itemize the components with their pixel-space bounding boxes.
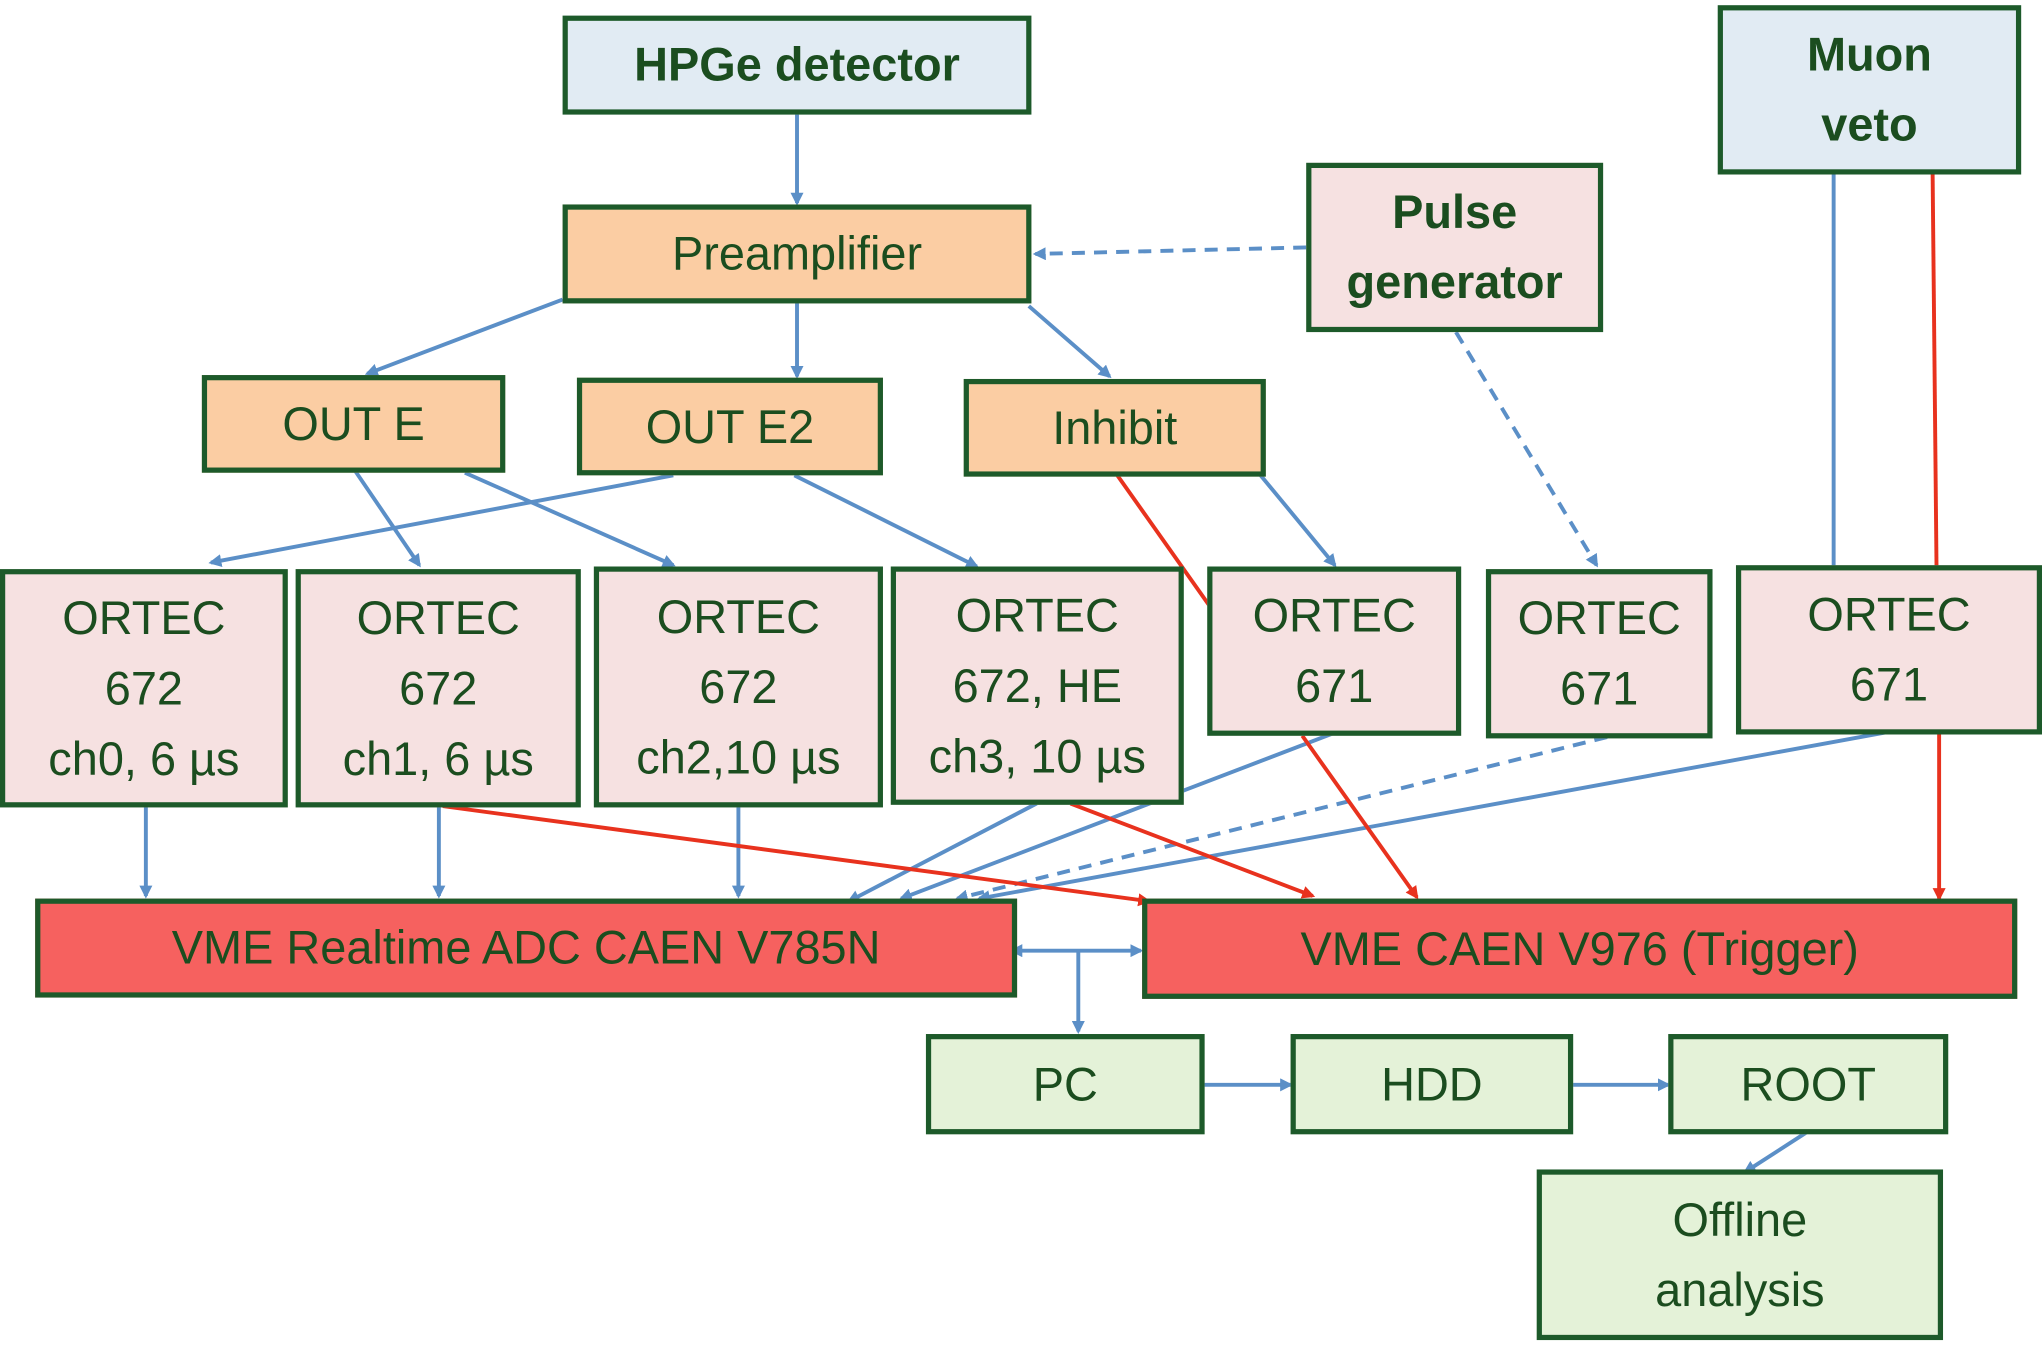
trigger-muon-671c: [1930, 173, 1939, 568]
trigger-ch1-v976: [442, 804, 1152, 907]
wire-oute-ch1: [353, 470, 421, 568]
wire-671b-adc: [954, 735, 1608, 903]
pc-label: PC: [1032, 1056, 1098, 1111]
wire-inhibit-671a: [1259, 474, 1337, 568]
out-e2-label: OUT E2: [645, 399, 815, 453]
root-label: ROOT: [1740, 1056, 1876, 1111]
wire-ch3-adc: [846, 801, 1038, 903]
vme-trigger-label: VME CAEN V976 (Trigger): [1300, 921, 1859, 975]
ortec-ch1-label-1: ORTEC: [356, 590, 520, 644]
inhibit-label: Inhibit: [1052, 400, 1178, 454]
wire-pulser-671b: [1454, 331, 1599, 568]
hpge-detector-label: HPGe detector: [634, 37, 960, 92]
ortec-ch0-label-2: 672: [104, 660, 184, 715]
ortec-ch3-label-2: 672, HE: [952, 658, 1122, 712]
preamplifier-label: Preamplifier: [671, 226, 923, 280]
wire-671a-adc: [898, 731, 1335, 901]
ortec-ch0-label-1: ORTEC: [62, 590, 226, 644]
wire-root-offline: [1742, 1130, 1809, 1174]
offline-label-1: Offline: [1672, 1192, 1808, 1246]
wire-oute2-ch0: [208, 473, 674, 568]
vme-trigger-box: VME CAEN V976 (Trigger): [1142, 898, 2018, 999]
muon-veto-box: Muon veto: [1717, 5, 2022, 175]
wire-oute-ch2: [464, 470, 676, 567]
trigger-671a-v976: [1300, 734, 1419, 900]
wire-preamp-oute: [364, 297, 564, 377]
ortec-671a-label-2: 671: [1295, 658, 1374, 713]
ortec-ch3-label-3: ch3, 10 µs: [928, 728, 1146, 783]
trigger-inhibit-671a: [1115, 474, 1213, 610]
trigger-ch3-v976: [1069, 801, 1316, 899]
inhibit-box: Inhibit: [963, 378, 1266, 477]
hdd-box: HDD: [1290, 1034, 1574, 1135]
ortec-672-ch3-box: ORTEC 672, HE ch3, 10 µs: [890, 566, 1184, 805]
ortec-ch1-label-3: ch1, 6 µs: [342, 731, 534, 785]
ortec-671-inhibit-box: ORTEC 671: [1207, 566, 1462, 736]
ortec-671-pulser-box: ORTEC 671: [1485, 569, 1713, 739]
out-e2-box: OUT E2: [576, 377, 883, 476]
preamplifier-box: Preamplifier: [562, 204, 1032, 304]
ortec-671a-label-1: ORTEC: [1252, 588, 1416, 643]
ortec-671b-label-1: ORTEC: [1517, 591, 1681, 645]
ortec-671-muon-box: ORTEC 671: [1735, 565, 2042, 735]
ortec-671c-label-2: 671: [1849, 657, 1929, 712]
wire-pulser-preamp: [1032, 245, 1307, 261]
ortec-ch2-label-3: ch2,10 µs: [636, 729, 841, 784]
ortec-672-ch0-box: ORTEC 672 ch0, 6 µs: [0, 569, 288, 808]
ortec-671c-label-1: ORTEC: [1807, 587, 1971, 641]
offline-analysis-box: Offline analysis: [1536, 1169, 1944, 1341]
ortec-672-ch1-box: ORTEC 672 ch1, 6 µs: [295, 569, 581, 808]
hdd-label: HDD: [1381, 1056, 1483, 1111]
pc-box: PC: [925, 1034, 1205, 1135]
out-e-label: OUT E: [282, 396, 425, 450]
ortec-ch2-label-2: 672: [699, 659, 778, 714]
muon-veto-label-1: Muon: [1806, 27, 1932, 81]
pulse-generator-box: Pulse generator: [1306, 162, 1604, 333]
pulse-generator-label-1: Pulse: [1392, 184, 1518, 239]
ortec-ch2-label-1: ORTEC: [656, 589, 821, 643]
vme-adc-label: VME Realtime ADC CAEN V785N: [171, 920, 881, 975]
wire-671c-adc: [976, 729, 1889, 904]
ortec-ch0-label-3: ch0, 6 µs: [48, 731, 240, 785]
ortec-ch3-label-1: ORTEC: [955, 587, 1119, 642]
wire-oute2-ch3: [793, 473, 980, 569]
vme-adc-box: VME Realtime ADC CAEN V785N: [35, 898, 1018, 998]
ortec-672-ch2-box: ORTEC 672 ch2,10 µs: [593, 566, 883, 808]
muon-veto-label-2: veto: [1821, 97, 1918, 152]
wire-preamp-inhibit: [1027, 304, 1112, 379]
offline-label-2: analysis: [1655, 1262, 1825, 1316]
ortec-ch1-label-2: 672: [399, 660, 478, 715]
root-box: ROOT: [1668, 1034, 1949, 1135]
pulse-generator-label-2: generator: [1346, 255, 1563, 309]
ortec-671b-label-2: 671: [1560, 661, 1639, 715]
out-e-box: OUT E: [201, 375, 506, 473]
hpge-detector-box: HPGe detector: [562, 15, 1032, 115]
